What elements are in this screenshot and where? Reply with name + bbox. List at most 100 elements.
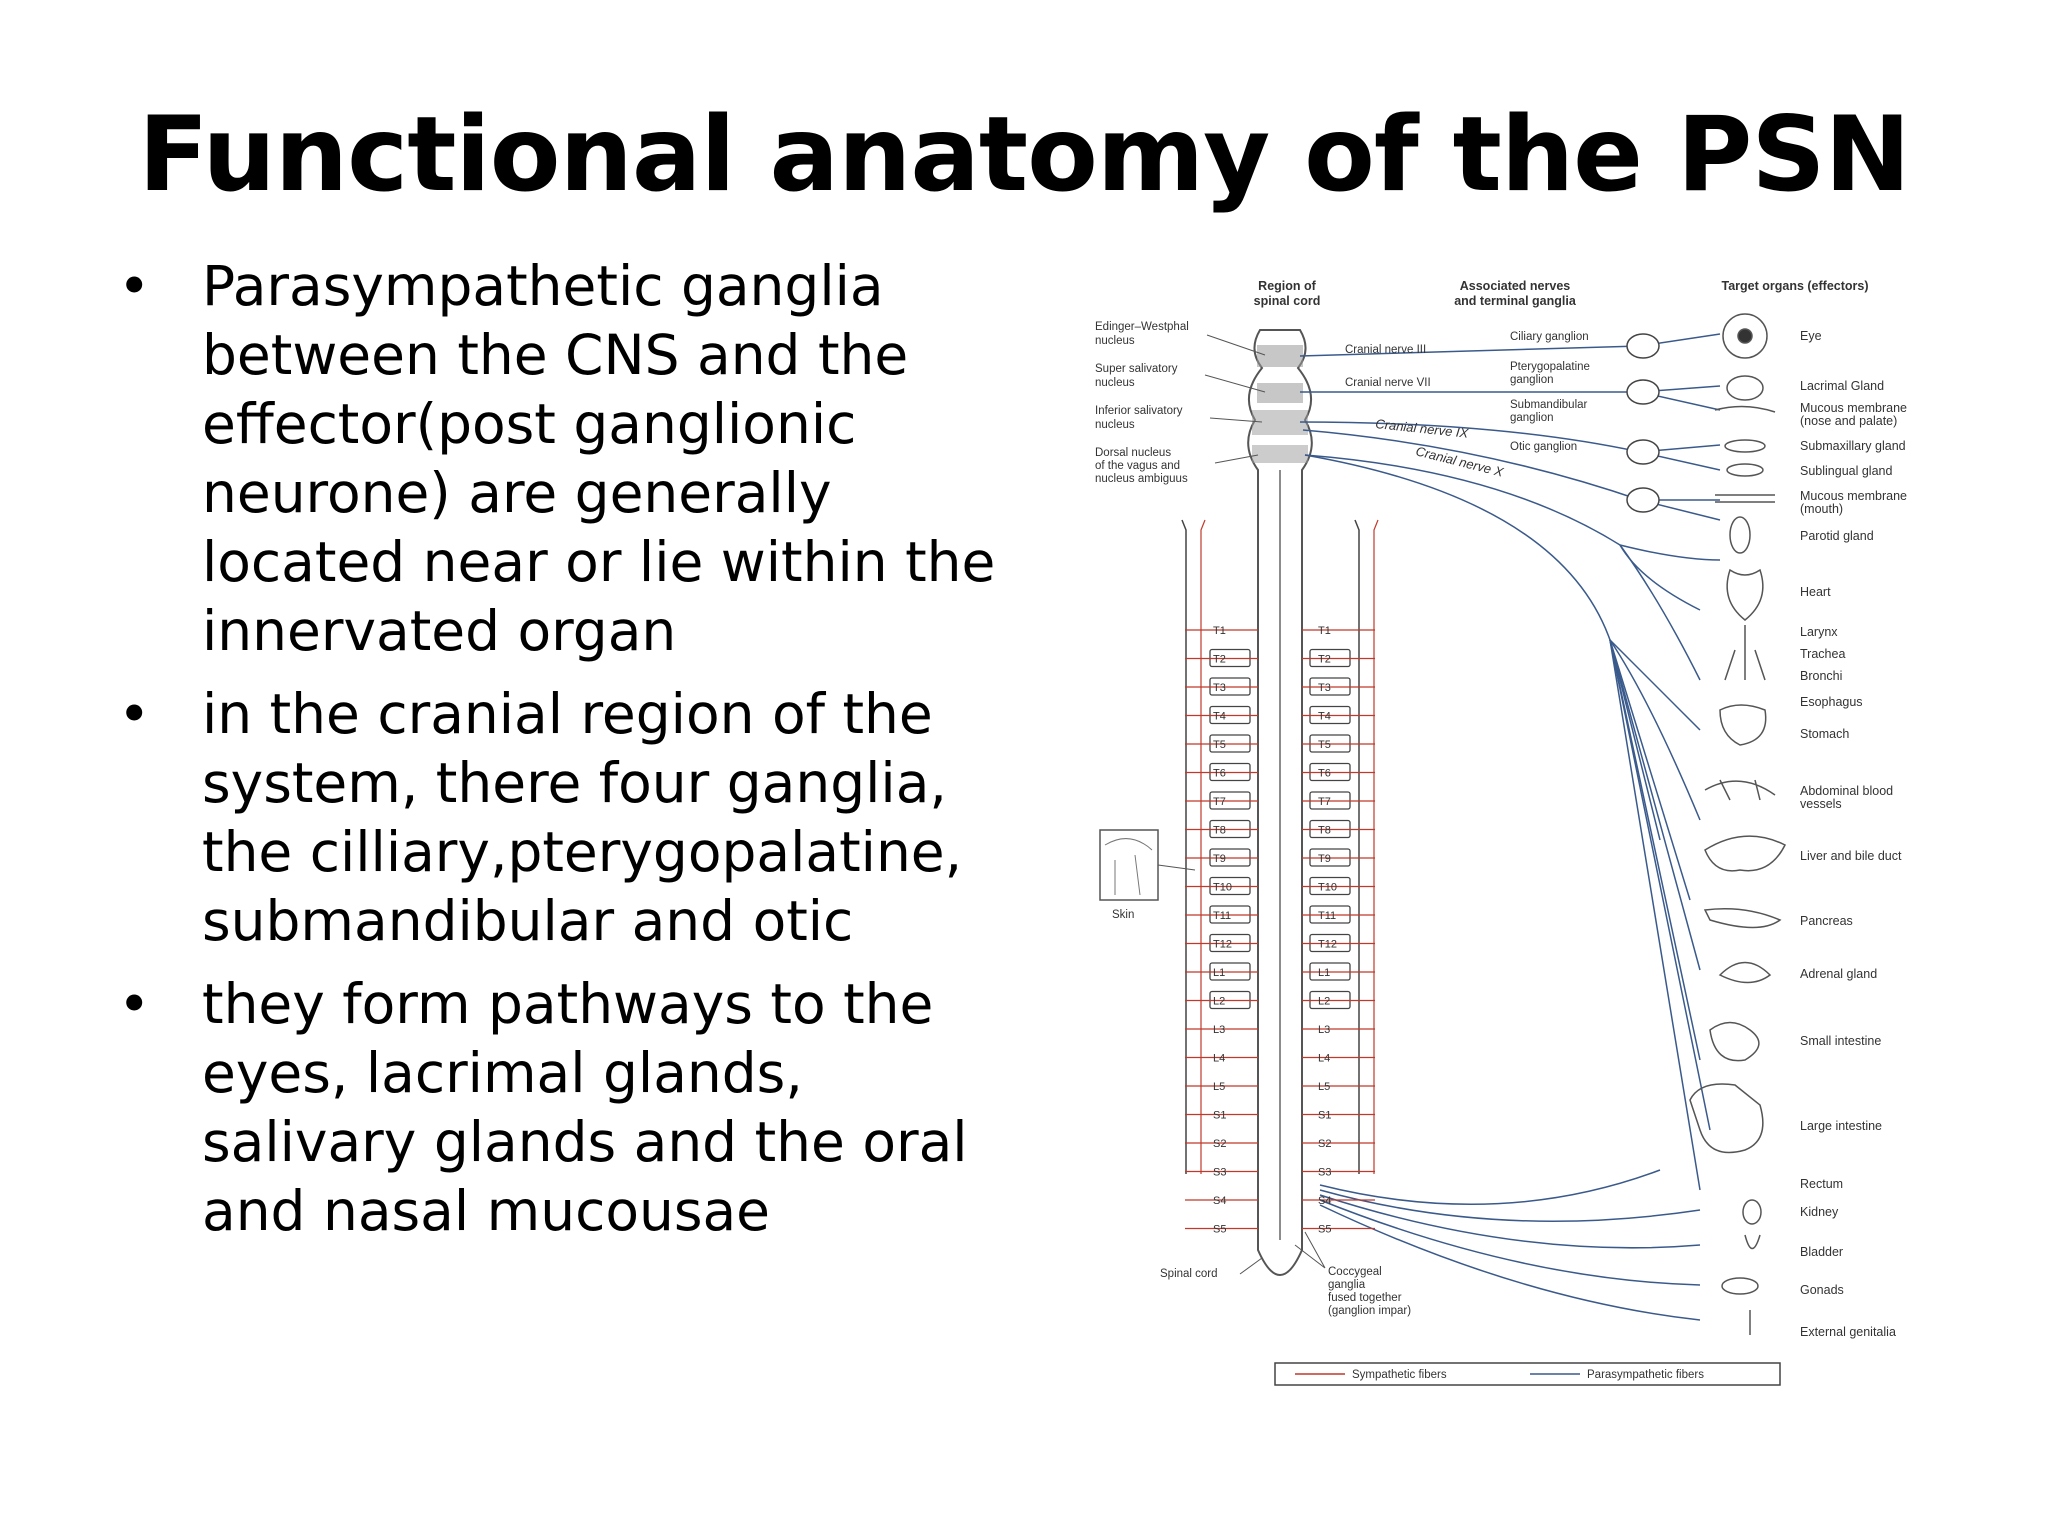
label-dorsal: Dorsal nucleus bbox=[1095, 447, 1171, 459]
legend-sympathetic: Sympathetic fibers bbox=[1352, 1369, 1447, 1381]
header-region: Region of bbox=[1258, 279, 1316, 293]
label-coccygeal: ganglia bbox=[1328, 1279, 1366, 1291]
label-coccygeal: fused together bbox=[1328, 1292, 1402, 1304]
segment-label: S3 bbox=[1318, 1167, 1331, 1179]
label-cn3: Cranial nerve III bbox=[1345, 344, 1426, 356]
segment-label: T3 bbox=[1213, 682, 1226, 694]
target-parotid: Parotid gland bbox=[1800, 529, 1874, 543]
target-esophagus: Esophagus bbox=[1800, 695, 1863, 709]
target-adrenal: Adrenal gland bbox=[1800, 967, 1877, 981]
segment-label: L1 bbox=[1318, 967, 1330, 979]
target-lacrimal: Lacrimal Gland bbox=[1800, 379, 1884, 393]
target-mucous-nose: Mucous membrane bbox=[1800, 401, 1907, 415]
segment-label: T10 bbox=[1318, 882, 1337, 894]
segment-label: L4 bbox=[1213, 1053, 1225, 1065]
bullet-item: in the cranial region of the system, the… bbox=[118, 680, 1018, 956]
label-cn9: Cranial nerve IX bbox=[1375, 416, 1471, 441]
target-abdominal: Abdominal blood bbox=[1800, 784, 1893, 798]
legend-parasympathetic: Parasympathetic fibers bbox=[1587, 1369, 1704, 1381]
label-submandibular-ganglion: ganglion bbox=[1510, 412, 1553, 424]
segment-label: T8 bbox=[1318, 825, 1331, 837]
label-pterygopalatine-ganglion: ganglion bbox=[1510, 374, 1553, 386]
segment-label: T7 bbox=[1213, 796, 1226, 808]
label-inferior: Inferior salivatory bbox=[1095, 405, 1183, 417]
segment-label: T12 bbox=[1318, 939, 1337, 951]
segment-label: T3 bbox=[1318, 682, 1331, 694]
target-bronchi: Bronchi bbox=[1800, 669, 1842, 683]
segment-label: L2 bbox=[1213, 996, 1225, 1008]
segment-label: T2 bbox=[1213, 654, 1226, 666]
target-submaxillary: Submaxillary gland bbox=[1800, 439, 1906, 453]
segment-label: L5 bbox=[1213, 1081, 1225, 1093]
target-trachea: Trachea bbox=[1800, 647, 1845, 661]
psn-anatomy-diagram: Region of spinal cord Associated nerves … bbox=[1095, 279, 1907, 1386]
segment-label: T4 bbox=[1213, 711, 1226, 723]
target-abdominal: vessels bbox=[1800, 797, 1842, 811]
label-spinal-cord: Spinal cord bbox=[1160, 1268, 1218, 1280]
label-submandibular-ganglion: Submandibular bbox=[1510, 399, 1588, 411]
target-small-intestine: Small intestine bbox=[1800, 1034, 1881, 1048]
label-inferior: nucleus bbox=[1095, 419, 1135, 431]
segment-label: L3 bbox=[1318, 1024, 1330, 1036]
target-mucous-mouth: Mucous membrane bbox=[1800, 489, 1907, 503]
label-dorsal: nucleus ambiguus bbox=[1095, 473, 1188, 485]
label-otic-ganglion: Otic ganglion bbox=[1510, 441, 1577, 453]
segment-label: L1 bbox=[1213, 967, 1225, 979]
segment-label: T6 bbox=[1318, 768, 1331, 780]
segment-label: L3 bbox=[1213, 1024, 1225, 1036]
chain-trunk bbox=[1354, 519, 1360, 1174]
label-cn7: Cranial nerve VII bbox=[1345, 377, 1431, 389]
segment-label: T9 bbox=[1213, 853, 1226, 865]
segment-label: L2 bbox=[1318, 996, 1330, 1008]
segment-label: T10 bbox=[1213, 882, 1232, 894]
segment-label: L4 bbox=[1318, 1053, 1330, 1065]
chain-trunk bbox=[1200, 519, 1206, 1174]
label-coccygeal: (ganglion impar) bbox=[1328, 1305, 1411, 1317]
target-heart: Heart bbox=[1800, 585, 1831, 599]
target-mucous-mouth: (mouth) bbox=[1800, 502, 1843, 516]
label-cn10: Cranial nerve X bbox=[1414, 443, 1506, 480]
segment-label: T1 bbox=[1213, 625, 1226, 637]
header-targets: Target organs (effectors) bbox=[1721, 279, 1868, 293]
target-rectum: Rectum bbox=[1800, 1177, 1843, 1191]
legend-box bbox=[1274, 1362, 1781, 1386]
target-bladder: Bladder bbox=[1800, 1245, 1843, 1259]
label-edinger: nucleus bbox=[1095, 335, 1135, 347]
label-pterygopalatine-ganglion: Pterygopalatine bbox=[1510, 361, 1590, 373]
target-mucous-nose: (nose and palate) bbox=[1800, 414, 1897, 428]
label-superior: Super salivatory bbox=[1095, 363, 1178, 375]
target-large-intestine: Large intestine bbox=[1800, 1119, 1882, 1133]
header-nerves: Associated nerves bbox=[1460, 279, 1571, 293]
target-pancreas: Pancreas bbox=[1800, 914, 1853, 928]
segment-label: T5 bbox=[1318, 739, 1331, 751]
segment-label: T1 bbox=[1318, 625, 1331, 637]
chain-trunk bbox=[1181, 519, 1187, 1174]
segment-label: S2 bbox=[1213, 1138, 1226, 1150]
header-nerves: and terminal ganglia bbox=[1454, 294, 1577, 308]
segment-label: S2 bbox=[1318, 1138, 1331, 1150]
organ-icons bbox=[1689, 313, 1787, 1335]
segment-label: T7 bbox=[1318, 796, 1331, 808]
bullet-item: they form pathways to the eyes, lacrimal… bbox=[118, 970, 1018, 1246]
segment-label: S5 bbox=[1213, 1224, 1226, 1236]
segment-label: T8 bbox=[1213, 825, 1226, 837]
terminal-ganglia bbox=[1626, 333, 1660, 513]
bullet-item: Parasympathetic ganglia between the CNS … bbox=[118, 252, 1018, 666]
segment-label: T2 bbox=[1318, 654, 1331, 666]
segment-label: T6 bbox=[1213, 768, 1226, 780]
brainstem-outline bbox=[1247, 329, 1313, 1276]
label-dorsal: of the vagus and bbox=[1095, 460, 1180, 472]
segment-label: S5 bbox=[1318, 1224, 1331, 1236]
segment-label: T9 bbox=[1318, 853, 1331, 865]
target-sublingual: Sublingual gland bbox=[1800, 464, 1892, 478]
segment-label: T5 bbox=[1213, 739, 1226, 751]
segment-label: T11 bbox=[1318, 910, 1336, 922]
target-stomach: Stomach bbox=[1800, 727, 1849, 741]
label-coccygeal: Coccygeal bbox=[1328, 1266, 1382, 1278]
bullet-list: Parasympathetic ganglia between the CNS … bbox=[118, 252, 1018, 1260]
slide-title: Functional anatomy of the PSN bbox=[138, 95, 1911, 215]
target-larynx: Larynx bbox=[1800, 625, 1838, 639]
nucleus-band bbox=[1252, 445, 1308, 463]
label-skin: Skin bbox=[1112, 909, 1134, 921]
